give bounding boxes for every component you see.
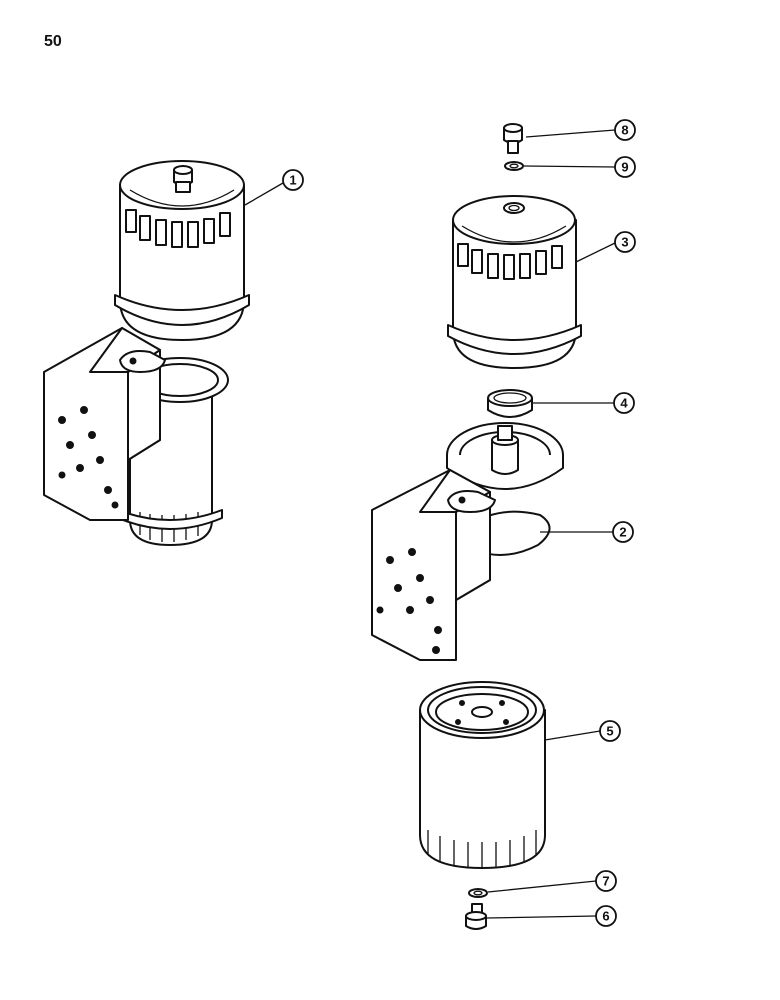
part-9-washer [504,161,524,171]
part-6-drain-bolt [465,903,487,930]
callout-7: 7 [595,870,617,892]
page-number: 50 [44,33,62,50]
assembled-filter-unit [43,160,250,546]
callout-9-label: 9 [621,160,628,175]
callout-8: 8 [614,119,636,141]
callout-9: 9 [614,156,636,178]
callout-5: 5 [599,720,621,742]
callout-8-label: 8 [621,123,628,138]
part-7-washer [468,888,488,898]
callout-5-label: 5 [606,724,613,739]
leader-lines [244,129,616,919]
callout-6: 6 [595,905,617,927]
callout-1: 1 [282,169,304,191]
part-4-seal-ring [487,389,533,418]
callout-4-label: 4 [620,396,628,411]
callout-4: 4 [613,392,635,414]
callout-1-label: 1 [289,173,296,188]
part-5-filter [419,681,546,869]
callout-2-label: 2 [619,525,626,540]
part-8-plug-bolt [503,123,523,154]
callout-6-label: 6 [602,909,609,924]
part-3-filter [447,195,582,369]
callout-7-label: 7 [602,874,609,889]
callout-3: 3 [614,231,636,253]
callout-2: 2 [612,521,634,543]
callout-3-label: 3 [621,235,628,250]
part-2-mounting-head-bracket [371,422,564,661]
